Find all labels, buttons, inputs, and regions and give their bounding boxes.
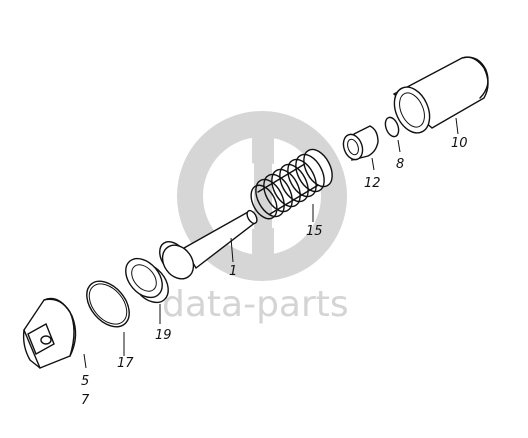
part-17-o-ring <box>86 280 130 328</box>
part-12-bushing <box>342 125 379 161</box>
callout-7: 7 <box>81 393 90 408</box>
part-8-o-ring <box>384 116 400 138</box>
callout-15: 15 <box>306 224 323 239</box>
callout-8: 8 <box>396 157 404 172</box>
watermark-text: data-parts <box>162 284 349 325</box>
part-10-cylinder-sleeve <box>392 56 489 134</box>
callout-5: 5 <box>81 374 89 389</box>
part-1-piston-rod <box>159 209 258 280</box>
callout-12: 12 <box>364 176 381 191</box>
part-15-spring <box>250 148 333 220</box>
callout-19: 19 <box>155 328 172 343</box>
part-19-seal-ring <box>125 257 169 304</box>
leader-lines <box>83 117 459 369</box>
part-5-7-end-cap <box>22 297 77 369</box>
callout-10: 10 <box>451 136 468 151</box>
callout-17: 17 <box>117 356 134 371</box>
callout-1: 1 <box>229 264 237 279</box>
